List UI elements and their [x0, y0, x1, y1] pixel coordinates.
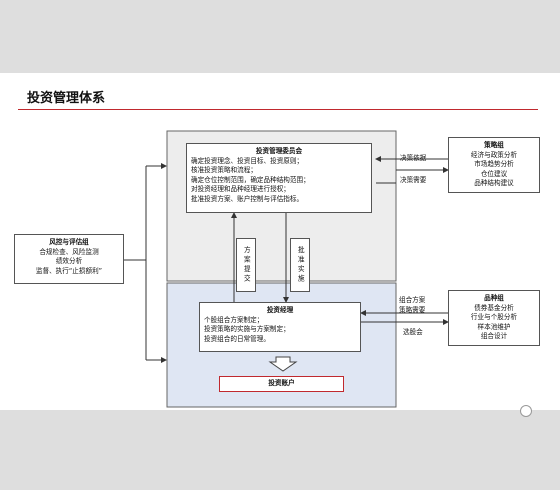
variety-line: 债券基金分析	[474, 303, 514, 312]
strategy-line: 经济与政策分析	[470, 150, 518, 159]
strategy-line: 品种结构建议	[474, 179, 514, 188]
down-arrow-icon	[268, 356, 298, 372]
approve-implement-label: 批准实施	[290, 238, 310, 292]
committee-line: 核准投资策略和流程；	[191, 166, 257, 175]
investment-account-box: 投资账户	[219, 376, 344, 392]
portfolio-plan-label: 组合方案	[399, 296, 426, 304]
variety-line: 样本池维护	[477, 322, 511, 331]
strategy-line: 市场趋势分析	[474, 160, 514, 169]
risk-line: 绩效分析	[55, 257, 83, 266]
manager-line: 投资策略的实施与方案制定；	[204, 325, 290, 334]
decision-needs-label: 决策需要	[400, 176, 427, 184]
account-label: 投资账户	[268, 379, 295, 388]
strategy-group-box: 策略组 经济与政策分析 市场趋势分析 仓位建议 品种结构建议	[448, 137, 540, 193]
investment-manager-box: 投资经理 个股组合方案制定； 投资策略的实施与方案制定； 投资组合的日常管理。	[199, 302, 361, 352]
slide: 投资管理体系 投资管理委员会 确定投资理念、投资目标、投资原则；	[0, 73, 560, 417]
risk-line: 合规检查、风险监测	[39, 247, 99, 256]
strategy-heading: 策略组	[484, 141, 504, 149]
committee-line: 批准投资方案、账户控制与评估指标。	[191, 194, 304, 203]
strategy-needs-label: 策略需要	[399, 306, 426, 314]
decision-basis-label: 决策依据	[400, 154, 427, 162]
submit-plan-label: 方案提交	[236, 238, 256, 292]
manager-line: 个股组合方案制定；	[204, 315, 264, 324]
variety-group-box: 品种组 债券基金分析 行业与个股分析 样本池维护 组合设计	[448, 290, 540, 346]
manager-heading: 投资经理	[266, 306, 294, 314]
risk-control-box: 风控与评估组 合规检查、风险监测 绩效分析 监督、执行“止损额利”	[14, 234, 124, 284]
risk-heading: 风控与评估组	[49, 238, 89, 246]
committee-line: 确定投资理念、投资目标、投资原则；	[191, 156, 304, 165]
corner-circle-icon	[520, 405, 532, 417]
manager-line: 投资组合的日常管理。	[204, 334, 270, 343]
variety-line: 组合设计	[480, 332, 508, 341]
strategy-line: 仓位建议	[480, 169, 508, 178]
committee-box: 投资管理委员会 确定投资理念、投资目标、投资原则； 核准投资策略和流程； 确定仓…	[186, 143, 372, 213]
variety-heading: 品种组	[484, 294, 504, 302]
title-divider	[18, 109, 538, 110]
committee-line: 对投资经理和品种经理进行授权；	[191, 185, 290, 194]
committee-line: 确定仓位控制范围，确定品种结构范围；	[191, 175, 310, 184]
stock-pool-label: 选股会	[403, 328, 423, 336]
risk-line: 监督、执行“止损额利”	[35, 266, 103, 275]
variety-line: 行业与个股分析	[470, 313, 518, 322]
page-title: 投资管理体系	[27, 91, 106, 106]
committee-heading: 投资管理委员会	[255, 147, 303, 155]
